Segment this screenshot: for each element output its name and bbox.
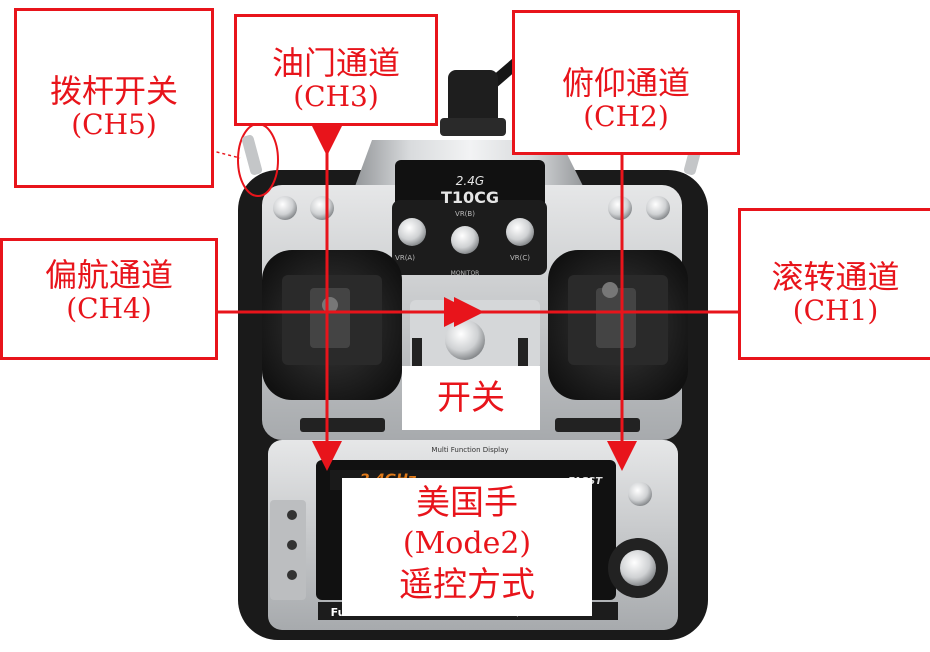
channel-arrows: [146, 116, 781, 471]
throttle-title: 油门通道: [271, 44, 400, 82]
mode-line1: 美国手: [416, 483, 518, 523]
function-display-label: Multi Function Display: [431, 446, 508, 454]
pitch-title: 俯仰通道: [561, 64, 690, 102]
yaw-title: 偏航通道: [44, 256, 173, 294]
power-switch-label: 开关: [402, 366, 540, 430]
throttle-channel: (CH3): [293, 80, 379, 113]
roll-title: 滚转通道: [771, 258, 900, 296]
pitch-channel: (CH2): [583, 100, 669, 133]
yaw-channel: (CH4): [66, 292, 152, 325]
mode-line2: (Mode2): [402, 526, 532, 561]
device-model-label: T10CG: [441, 188, 499, 207]
mode-line3: 遥控方式: [399, 565, 535, 605]
toggle-switch-title: 拨杆开关: [49, 72, 178, 110]
right-stick-gimbal: [548, 250, 688, 400]
monitor-label: MONITOR: [451, 270, 480, 277]
mode-label: 美国手 (Mode2) 遥控方式: [342, 478, 592, 616]
device-freq-label: 2.4G: [456, 174, 484, 188]
vr-knobs: [392, 200, 547, 275]
roll-label-box: 滚转通道 (CH1): [738, 208, 930, 360]
left-stick-gimbal: [262, 250, 402, 400]
toggle-switch-channel: (CH5): [71, 108, 157, 141]
pitch-label-box: 俯仰通道 (CH2): [512, 10, 740, 155]
knob-c-label: VR(C): [510, 254, 530, 262]
throttle-label-box: 油门通道 (CH3): [234, 14, 438, 126]
knob-a-label: VR(A): [395, 254, 415, 262]
toggle-switch-label-box: 拨杆开关 (CH5): [14, 8, 214, 188]
yaw-label-box: 偏航通道 (CH4): [0, 238, 218, 360]
roll-channel: (CH1): [792, 294, 879, 327]
knob-b-label: VR(B): [455, 210, 475, 218]
